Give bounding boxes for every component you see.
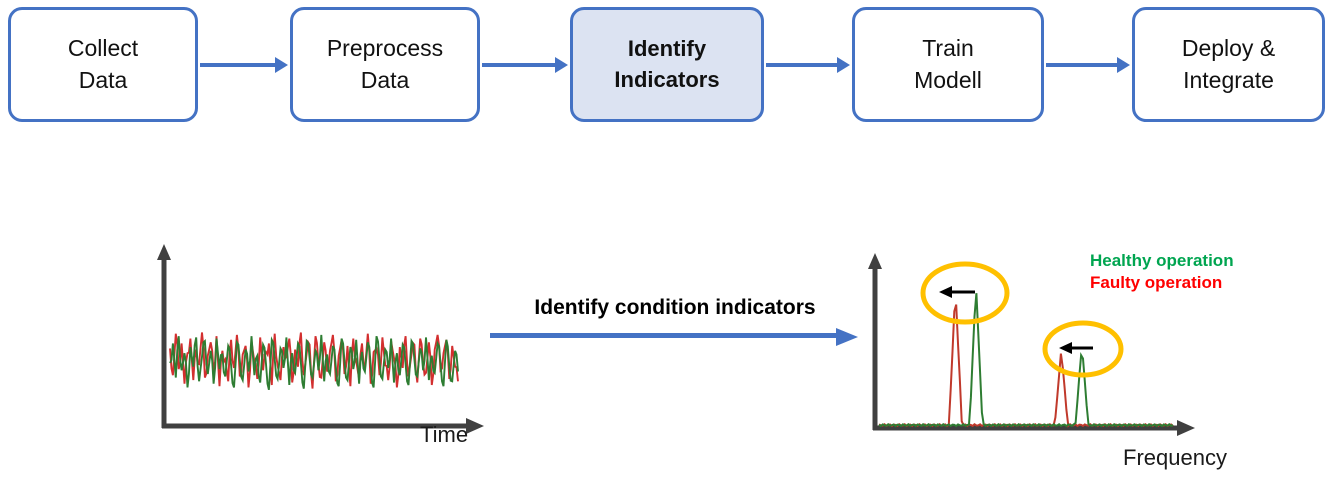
legend: Healthy operation Faulty operation (1090, 250, 1234, 294)
time-signal-plot: Time (140, 240, 500, 447)
flow-arrow-icon (766, 57, 850, 73)
flow-box-line: Indicators (614, 66, 720, 92)
flow-box-line: Data (360, 66, 410, 93)
flow-box-collect-data[interactable]: Collect Data (8, 7, 198, 122)
flow-arrow-icon (1046, 57, 1130, 73)
flow-box-line: Data (78, 66, 128, 93)
flow-box-line: Collect (67, 34, 139, 61)
flow-arrow-icon (482, 57, 568, 73)
transform-arrow-icon (490, 328, 858, 346)
flow-box-identify-indicators[interactable]: Identify Indicators (570, 7, 764, 122)
time-signal-svg (157, 244, 484, 434)
flow-arrow-icon (200, 57, 288, 73)
spectrum-traces (878, 293, 1174, 428)
flow-box-line: Integrate (1183, 66, 1274, 93)
flow-box-line: Modell (914, 66, 982, 93)
flow-box-line: Deploy & (1181, 34, 1276, 61)
x-axis-label-time: Time (420, 422, 469, 447)
flow-box-line: Preprocess (326, 34, 444, 61)
flow-box-line: Identify (627, 36, 707, 62)
shift-annotation-2 (1042, 320, 1124, 378)
axes (157, 244, 484, 434)
shift-annotation-1 (920, 261, 1010, 325)
transform-label: Identify condition indicators (534, 296, 816, 319)
frequency-spectrum-svg (868, 253, 1195, 436)
flow-box-line: Train (922, 34, 974, 61)
flow-box-train-model[interactable]: Train Modell (852, 7, 1044, 122)
axes (868, 253, 1195, 436)
x-axis-label-frequency: Frequency (1123, 445, 1227, 470)
legend-item-faulty: Faulty operation (1090, 272, 1223, 292)
flow-box-preprocess-data[interactable]: Preprocess Data (290, 7, 480, 122)
flow-box-deploy-integrate[interactable]: Deploy & Integrate (1132, 7, 1325, 122)
signal-traces (169, 332, 459, 391)
legend-item-healthy: Healthy operation (1090, 251, 1234, 270)
frequency-spectrum-plot: Frequency (855, 245, 1227, 470)
